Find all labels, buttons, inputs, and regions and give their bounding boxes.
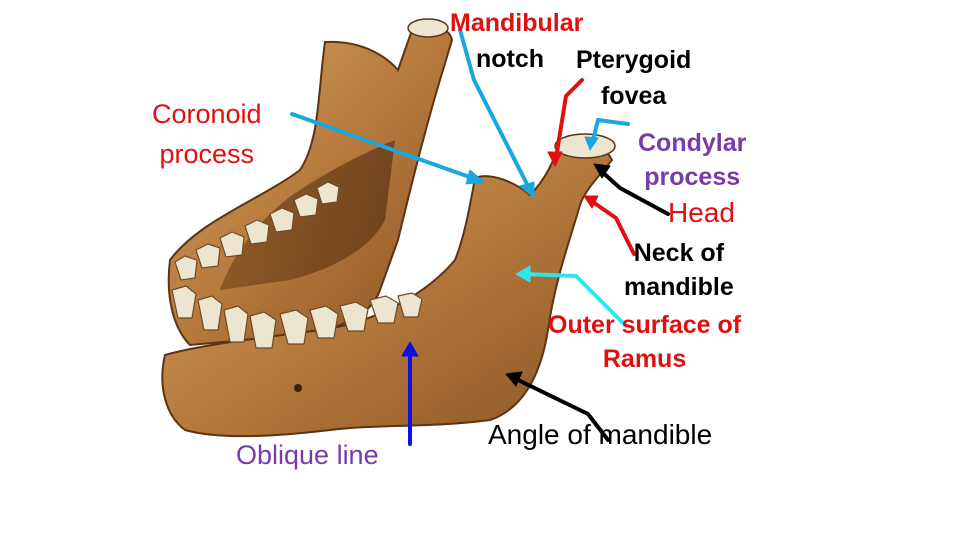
label-condylar-process-line2: process: [644, 163, 741, 191]
label-oblique-line-text: Oblique line: [236, 440, 379, 470]
label-mandibular-notch-line2: notch: [476, 45, 545, 73]
arrow-angle-of-mandible: [512, 376, 610, 442]
arrow-coronoid: [290, 112, 480, 182]
arrow-outer-surface-of-ramus: [522, 272, 628, 328]
arrow-pterygoid-fovea: [554, 78, 584, 160]
arrowhead-oblique-line: [401, 341, 419, 357]
label-outer-surface-of-ramus: Outer surface of Ramus: [548, 308, 741, 376]
arrowhead-mandibular-notch: [519, 181, 535, 199]
label-mandibular-notch: Mandibular notch: [450, 5, 583, 77]
near-teeth-row: [171, 285, 423, 349]
label-outer-surface-of-ramus-line2: Ramus: [602, 345, 687, 373]
label-pterygoid-fovea-line2: fovea: [600, 82, 667, 110]
label-oblique-line: Oblique line: [236, 438, 379, 472]
label-pterygoid-fovea: Pterygoid fovea: [576, 42, 691, 114]
label-coronoid-process-line2: process: [159, 139, 255, 169]
label-neck-of-mandible-line1: Neck of: [633, 239, 725, 267]
label-coronoid-process-line1: Coronoid: [152, 99, 262, 129]
arrow-neck-of-mandible: [588, 198, 636, 256]
arrow-mandibular-notch: [458, 28, 532, 192]
arrowhead-outer-surface-of-ramus: [515, 265, 531, 283]
label-angle-of-mandible: Angle of mandible: [488, 418, 712, 452]
label-head-text: Head: [668, 197, 735, 228]
arrowhead-neck-of-mandible: [583, 195, 599, 209]
arrow-condylar-process: [590, 118, 630, 146]
label-mandibular-notch-line1: Mandibular: [450, 9, 584, 37]
arrow-head: [598, 168, 670, 216]
label-neck-of-mandible-line2: mandible: [624, 273, 734, 301]
label-outer-surface-of-ramus-line1: Outer surface of: [548, 311, 742, 339]
label-condylar-process-line1: Condylar: [638, 129, 747, 157]
coronoid-tip: [407, 18, 449, 38]
label-condylar-process: Condylar process: [638, 126, 746, 194]
label-angle-of-mandible-text: Angle of mandible: [488, 419, 713, 450]
arrowhead-pterygoid-fovea: [547, 151, 563, 167]
annotation-arrows: [290, 28, 670, 446]
label-head: Head: [668, 196, 735, 230]
label-neck-of-mandible: Neck of mandible: [624, 236, 734, 304]
label-pterygoid-fovea-line1: Pterygoid: [576, 46, 692, 74]
arrowhead-condylar-process: [584, 136, 599, 151]
arrowhead-head: [593, 163, 611, 179]
arrowhead-coronoid: [465, 169, 485, 185]
far-teeth-row: [174, 181, 340, 281]
mental-foramen: [294, 384, 302, 392]
condyle-head: [554, 133, 616, 159]
label-coronoid-process: Coronoid process: [152, 94, 262, 174]
arrowhead-angle-of-mandible: [505, 371, 523, 387]
